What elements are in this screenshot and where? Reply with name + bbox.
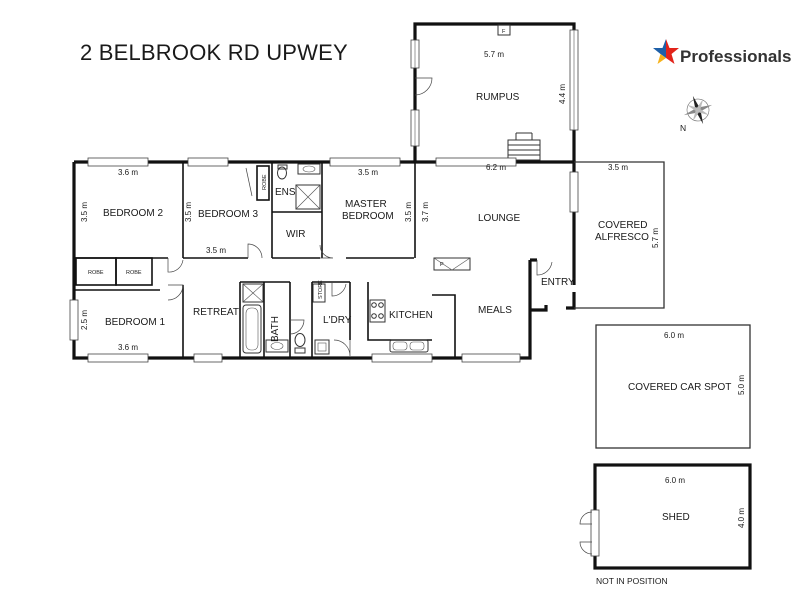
covered-car-spot <box>595 324 751 449</box>
top-windows <box>87 157 517 167</box>
basin-icon <box>297 163 321 175</box>
store-cupboard <box>312 283 326 303</box>
room-label-alfresco-line2: ALFRESCO <box>595 232 649 243</box>
laundry-tub-icon <box>314 339 330 355</box>
kitchen-sink-icon <box>389 339 429 353</box>
lounge-side-window <box>569 171 579 213</box>
room-label-retreat: RETREAT <box>193 307 239 318</box>
not-in-position-note: NOT IN POSITION <box>596 576 668 586</box>
room-label-laundry: L'DRY <box>323 315 352 326</box>
toilet-icon <box>294 333 306 354</box>
stairs <box>507 132 541 161</box>
pantry: P <box>433 257 471 271</box>
room-label-bedroom-1: BEDROOM 1 <box>105 317 165 328</box>
dim-bedroom2-width: 3.6 m <box>118 168 138 177</box>
dim-alfresco-height: 5.7 m <box>651 228 660 248</box>
bottom-windows <box>87 353 521 363</box>
professionals-logo: Professionals <box>653 39 792 66</box>
dim-master-width: 3.5 m <box>358 168 378 177</box>
room-label-meals: MEALS <box>478 305 512 316</box>
doors <box>167 167 553 357</box>
dim-rumpus-height: 4.4 m <box>558 84 567 104</box>
dim-rumpus-width: 5.7 m <box>484 50 504 59</box>
left-window <box>69 299 79 341</box>
dim-bedroom3-width: 3.5 m <box>206 246 226 255</box>
shower <box>242 283 264 303</box>
room-label-bath: BATH <box>270 316 281 342</box>
robe-label: ROBE <box>126 270 142 276</box>
main-house-walls <box>72 160 576 360</box>
dim-car-height: 5.0 m <box>737 375 746 395</box>
vanity-icon <box>265 339 289 353</box>
star-logo-icon <box>653 39 679 64</box>
dim-bedroom2-height: 3.5 m <box>80 202 89 222</box>
room-label-wir: WIR <box>286 229 305 240</box>
room-label-alfresco-line1: COVERED <box>598 220 647 231</box>
dim-shed-height: 4.0 m <box>737 508 746 528</box>
dim-car-width: 6.0 m <box>664 331 684 340</box>
room-label-master-line1: MASTER <box>345 199 387 210</box>
room-label-rumpus: RUMPUS <box>476 92 520 103</box>
room-label-covered-car-spot: COVERED CAR SPOT <box>628 382 731 393</box>
ensuite-shower <box>295 184 321 210</box>
pantry-label: P <box>440 262 444 268</box>
rumpus-room: F <box>410 22 579 162</box>
shed <box>579 463 752 570</box>
bed3-robe <box>256 165 270 201</box>
dim-shed-width: 6.0 m <box>665 476 685 485</box>
dim-bedroom1-height: 2.5 m <box>80 310 89 330</box>
compass-north-label: N <box>680 123 686 133</box>
robe-label: ROBE <box>262 174 268 190</box>
rumpus-fixture-label: F <box>502 29 506 35</box>
bath-tub <box>242 304 262 354</box>
dim-lounge-width: 6.2 m <box>486 163 506 172</box>
room-label-bedroom-2: BEDROOM 2 <box>103 208 163 219</box>
room-label-master-line2: BEDROOM <box>342 211 394 222</box>
room-label-lounge: LOUNGE <box>478 213 521 224</box>
room-label-bedroom-3: BEDROOM 3 <box>198 209 258 220</box>
brand-name: Professionals <box>680 47 792 66</box>
dim-bedroom3-height: 3.5 m <box>184 202 193 222</box>
property-title: 2 BELBROOK RD UPWEY <box>80 40 348 65</box>
store-label: STORE <box>318 280 324 299</box>
dim-bedroom1-width: 3.6 m <box>118 343 138 352</box>
room-label-ensuite: ENS <box>275 187 296 198</box>
covered-alfresco <box>574 161 665 309</box>
dim-lounge-height: 3.7 m <box>421 202 430 222</box>
robe-label: ROBE <box>88 270 104 276</box>
room-label-shed: SHED <box>662 512 690 523</box>
room-label-entry: ENTRY <box>541 277 575 288</box>
dim-alfresco-width: 3.5 m <box>608 163 628 172</box>
interior-walls <box>74 162 456 358</box>
dim-master-height: 3.5 m <box>404 202 413 222</box>
compass-rose-icon <box>683 95 713 125</box>
cooktop-icon <box>369 299 386 323</box>
toilet-icon <box>277 164 288 180</box>
room-label-kitchen: KITCHEN <box>389 310 433 321</box>
